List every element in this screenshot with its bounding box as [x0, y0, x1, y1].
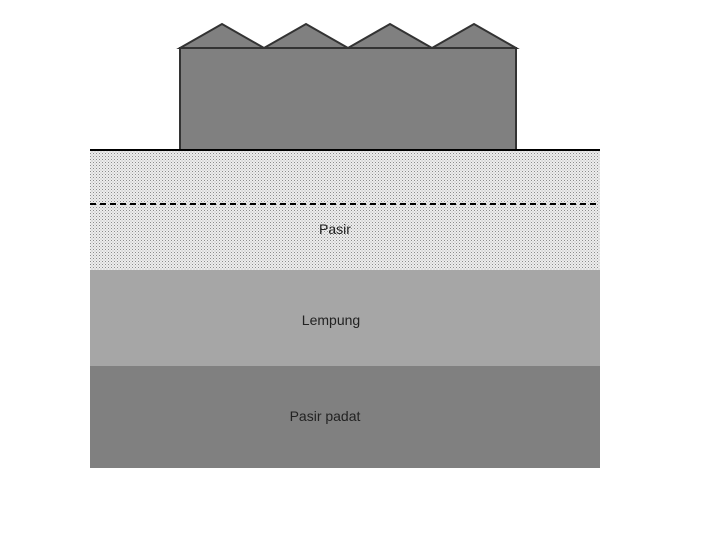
clay-layer [90, 270, 600, 366]
dense-sand-layer [90, 366, 600, 468]
sand-layer-label: Pasir [319, 221, 351, 237]
building-body [179, 47, 517, 151]
dense-sand-layer-label: Pasir padat [290, 408, 361, 424]
clay-layer-label: Lempung [302, 312, 360, 328]
sand-layer [90, 150, 600, 270]
building-roof [176, 22, 520, 50]
